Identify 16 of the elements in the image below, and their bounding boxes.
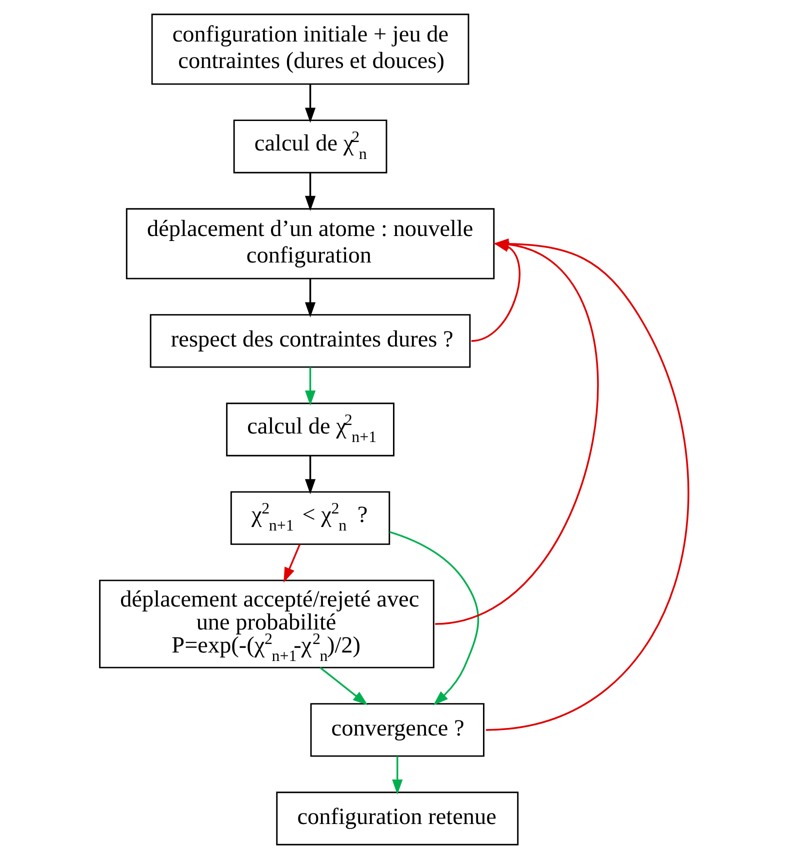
arrow	[304, 84, 316, 123]
arrow	[284, 544, 301, 583]
node-box: configuration retenue	[276, 792, 519, 846]
arrow	[392, 756, 403, 795]
arrow	[320, 666, 368, 706]
arrow	[304, 367, 316, 406]
arrow	[304, 278, 316, 318]
node-box: déplacement d’un atome : nouvelle configuration	[126, 208, 495, 280]
arrow	[304, 172, 316, 212]
node-box: configuration initiale + jeu de contraintes (dures et douces)	[151, 14, 470, 85]
node-box: convergence ?	[310, 703, 484, 757]
arrow	[304, 456, 316, 494]
node-box: χ$^{2}$$_{n+1}$ < χ$^{2}$$_{n}$ ?	[230, 491, 390, 545]
node-box: déplacement accepté/rejeté avec une probabilité P=exp(-(χ$^{2}$$_{n+1}$-χ$^{2}$$_{n}$)/2)	[99, 580, 434, 668]
node-box: respect des contraintes dures ?	[150, 314, 471, 368]
arrow	[389, 531, 479, 706]
